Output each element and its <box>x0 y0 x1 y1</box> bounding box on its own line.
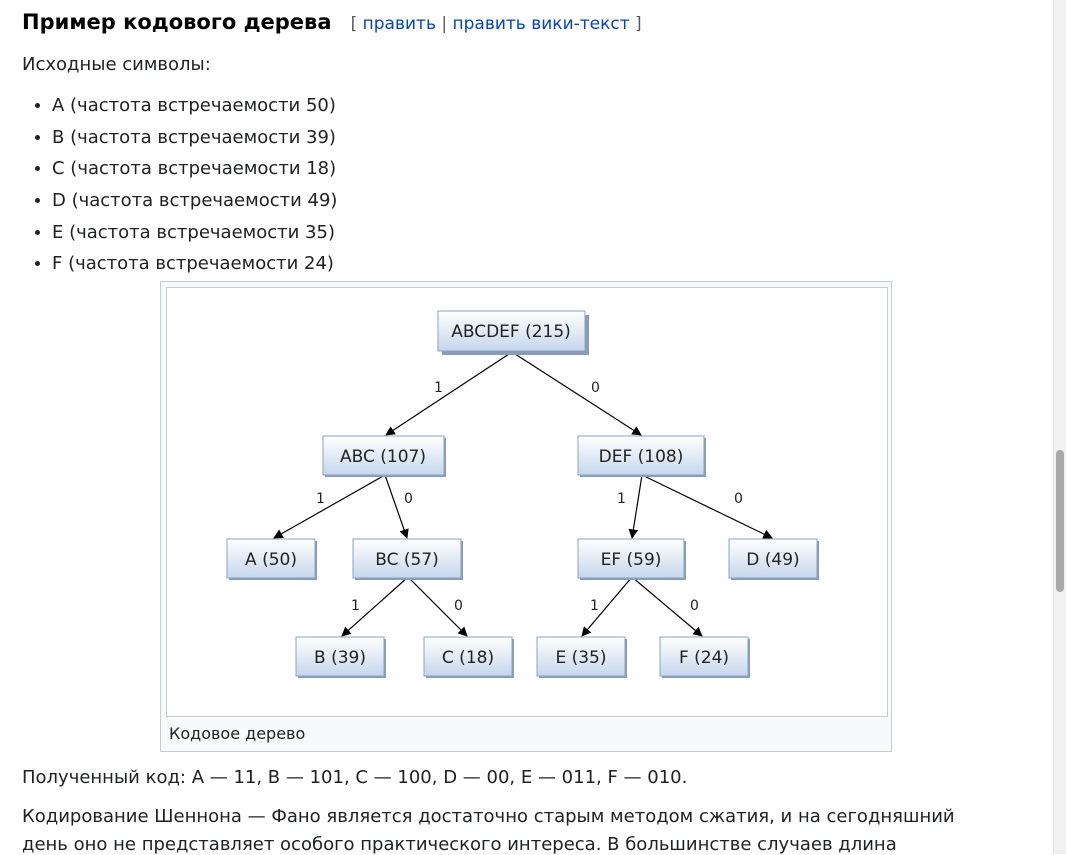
list-item: D (частота встречаемости 49) <box>34 189 337 221</box>
node-label: B (39) <box>314 648 366 668</box>
bullet-icon <box>35 166 40 172</box>
edge-ef-e <box>581 576 633 637</box>
bullet-icon <box>35 229 40 235</box>
bullet-icon <box>35 198 40 204</box>
intro-text: Исходные символы: <box>22 54 211 75</box>
node-f: F (24) <box>659 636 750 678</box>
list-item: B (частота встречаемости 39) <box>34 126 337 158</box>
node-label: F (24) <box>679 648 729 668</box>
edge-label: 1 <box>316 491 325 507</box>
edge-def-d <box>641 474 773 539</box>
node-abc: ABC (107) <box>322 435 446 477</box>
bullet-icon <box>35 103 40 108</box>
code-tree-image[interactable]: 1 0 1 0 1 0 1 0 1 0 ABCDEF (215) <box>166 287 888 717</box>
edge-label: 0 <box>734 491 743 507</box>
separator: | <box>441 14 448 34</box>
edge-label: 1 <box>617 491 626 507</box>
node-a: A (50) <box>226 538 317 580</box>
bracket-close: ] <box>635 14 642 34</box>
bracket-open: [ <box>350 14 358 34</box>
symbol-list: A (частота встречаемости 50) B (частота … <box>34 94 337 284</box>
list-item: E (частота встречаемости 35) <box>34 221 337 253</box>
list-item: C (частота встречаемости 18) <box>34 157 337 189</box>
node-label: EF (59) <box>601 550 662 570</box>
node-label: D (49) <box>746 550 799 570</box>
node-ef: EF (59) <box>577 538 686 580</box>
node-bc: BC (57) <box>352 538 463 580</box>
result-text: Полученный код: A — 11, B — 101, C — 100… <box>22 767 688 788</box>
list-item: A (частота встречаемости 50) <box>34 94 337 126</box>
body-line-2: день оно не представляет особого практич… <box>22 834 897 855</box>
section-title: Пример кодового дерева <box>22 10 332 34</box>
vertical-scrollbar[interactable] <box>1053 0 1066 854</box>
node-label: E (35) <box>555 648 606 668</box>
node-c: C (18) <box>423 636 514 678</box>
figure-thumbnail: 1 0 1 0 1 0 1 0 1 0 ABCDEF (215) <box>160 281 892 752</box>
node-root: ABCDEF (215) <box>437 310 589 355</box>
node-label: DEF (108) <box>599 447 684 467</box>
list-item-text: A (частота встречаемости 50) <box>52 95 336 116</box>
node-e: E (35) <box>536 636 627 678</box>
node-label: BC (57) <box>375 550 439 570</box>
scrollbar-thumb[interactable] <box>1056 450 1064 592</box>
edge-label: 0 <box>454 598 463 614</box>
edge-root-abc <box>385 351 513 436</box>
list-item-text: F (частота встречаемости 24) <box>52 253 334 275</box>
list-item-text: B (частота встречаемости 39) <box>52 126 336 148</box>
node-label: ABCDEF (215) <box>451 322 571 342</box>
node-label: C (18) <box>442 648 494 668</box>
edit-wiki-link[interactable]: править вики-текст <box>452 14 630 34</box>
edge-label: 1 <box>590 598 599 614</box>
edge-abc-a <box>273 474 386 539</box>
section-heading-row: Пример кодового дерева [ править | прави… <box>22 10 642 34</box>
node-b: B (39) <box>295 636 386 678</box>
edge-label: 0 <box>591 380 600 396</box>
edge-label: 0 <box>404 491 413 507</box>
code-tree-diagram: 1 0 1 0 1 0 1 0 1 0 ABCDEF (215) <box>226 310 819 678</box>
list-item-text: E (частота встречаемости 35) <box>52 221 335 243</box>
list-item-text: C (частота встречаемости 18) <box>52 158 337 180</box>
edge-abc-bc <box>384 474 409 539</box>
node-def: DEF (108) <box>577 435 706 477</box>
edge-root-def <box>511 351 642 436</box>
edge-def-ef <box>628 474 643 539</box>
node-label: A (50) <box>245 550 297 570</box>
edge-label: 0 <box>690 598 699 614</box>
bullet-icon <box>35 261 40 267</box>
edit-link[interactable]: править <box>362 14 436 34</box>
edge-bc-c <box>407 576 468 637</box>
list-item-text: D (частота встречаемости 49) <box>52 190 338 212</box>
edge-bc-b <box>341 576 409 637</box>
edge-ef-f <box>631 576 703 637</box>
node-label: ABC (107) <box>340 447 426 467</box>
edge-label: 1 <box>351 598 360 614</box>
bullet-icon <box>35 134 40 140</box>
figure-caption: Кодовое дерево <box>169 724 306 743</box>
node-d: D (49) <box>728 538 819 580</box>
edit-section-links: [ править | править вики-текст ] <box>351 14 642 34</box>
body-line-1: Кодирование Шеннона — Фано является дост… <box>22 806 955 827</box>
edge-label: 1 <box>434 380 443 396</box>
list-item: F (частота встречаемости 24) <box>34 252 337 284</box>
